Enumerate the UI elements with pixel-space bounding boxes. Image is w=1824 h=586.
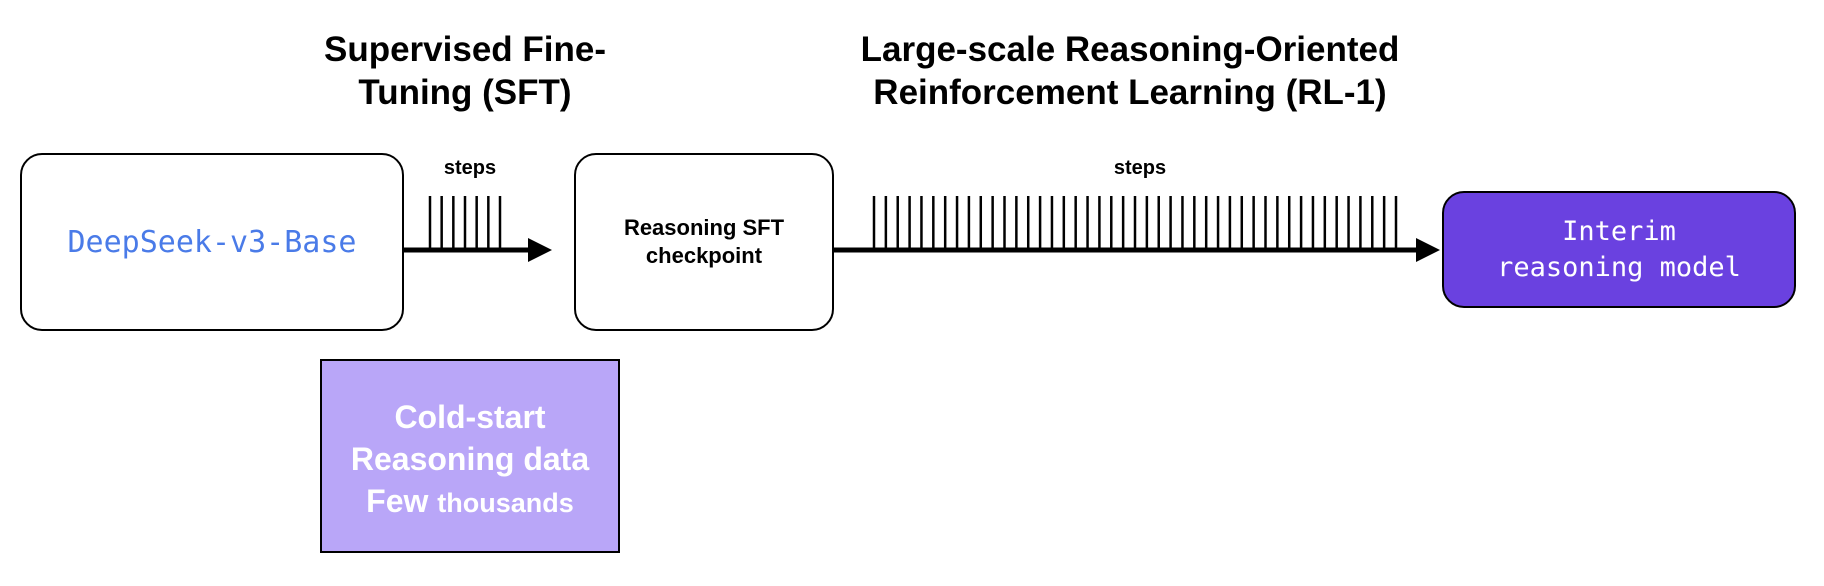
- data-line-3: Few thousands: [322, 480, 618, 524]
- data-line-1: Cold-start: [394, 399, 546, 435]
- rl-title-line-2: Reinforcement Learning (RL-1): [873, 73, 1387, 112]
- sft-checkpoint-line-2: checkpoint: [645, 243, 763, 268]
- data-line-3-small: thousands: [437, 488, 574, 518]
- sft-steps-label: steps: [443, 157, 497, 179]
- base-model-node: DeepSeek-v3-Base: [20, 153, 404, 331]
- interim-line-1: Interim: [1562, 215, 1676, 247]
- sft-step-ticks: [428, 196, 502, 250]
- rl-steps-label: steps: [1113, 157, 1167, 179]
- sft-title-line-1: Supervised Fine-: [323, 30, 607, 69]
- sft-arrow-head: [528, 238, 552, 262]
- sft-checkpoint-line-1: Reasoning SFT: [623, 215, 785, 240]
- cold-start-data-box: Cold-start Reasoning data Few thousands: [320, 359, 620, 553]
- rl-stage-title: Large-scale Reasoning-Oriented Reinforce…: [800, 28, 1460, 114]
- rl-arrow-head: [1416, 238, 1440, 262]
- interim-line-2: reasoning model: [1497, 251, 1741, 283]
- sft-checkpoint-node: Reasoning SFT checkpoint: [574, 153, 834, 331]
- interim-model-node: Interim reasoning model: [1442, 191, 1796, 308]
- rl-step-ticks: [872, 196, 1398, 250]
- data-line-3-big: Few: [366, 483, 429, 519]
- rl-title-line-1: Large-scale Reasoning-Oriented: [860, 30, 1400, 69]
- base-model-label: DeepSeek-v3-Base: [67, 224, 357, 260]
- sft-title-line-2: Tuning (SFT): [358, 73, 572, 112]
- data-line-2: Reasoning data: [350, 441, 590, 477]
- sft-stage-title: Supervised Fine- Tuning (SFT): [300, 28, 630, 114]
